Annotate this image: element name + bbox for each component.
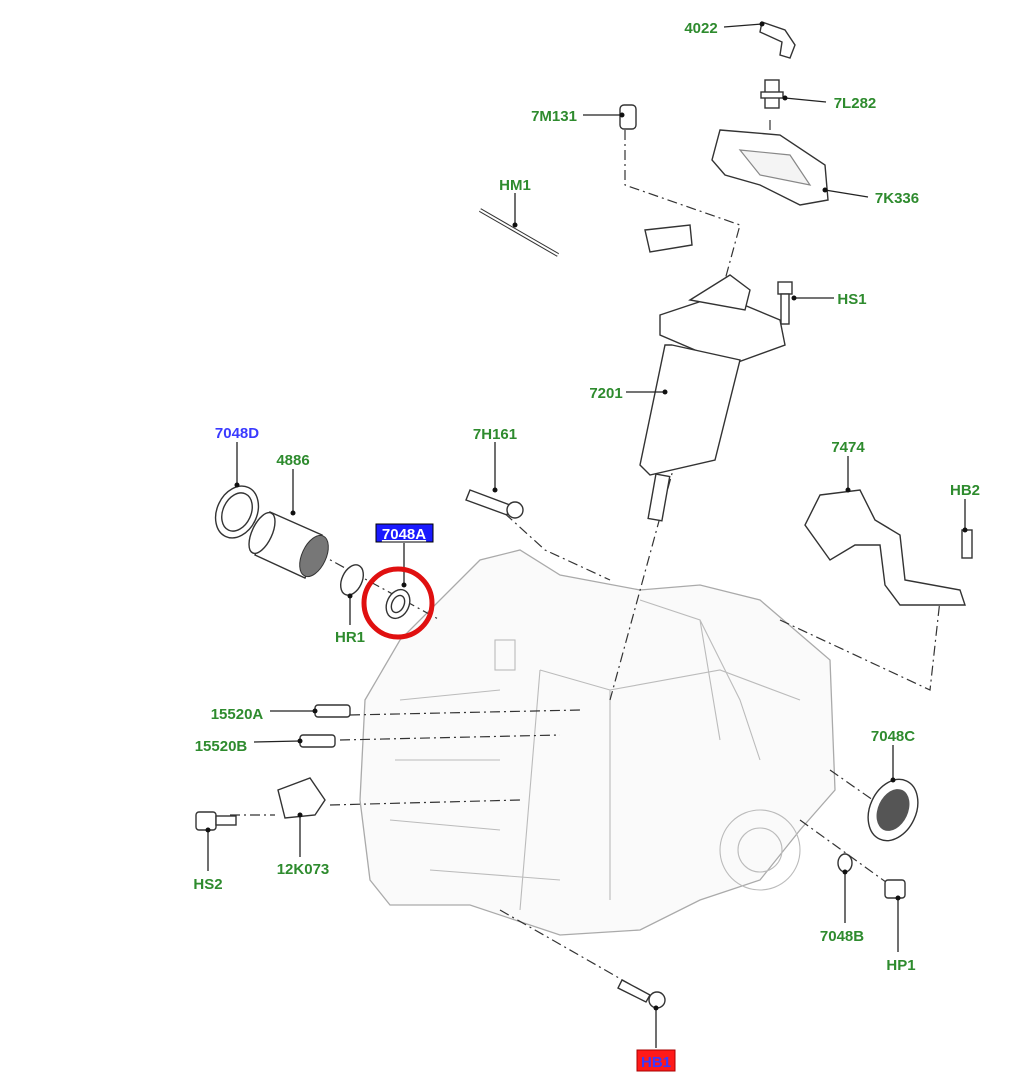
label-HB1[interactable]: HB1 (641, 1054, 671, 1071)
part-15520A-switch (314, 704, 351, 718)
label-7K336[interactable]: 7K336 (875, 190, 919, 207)
label-HR1[interactable]: HR1 (335, 629, 365, 646)
part-HM1-tie (479, 208, 559, 257)
hb1-label-box (636, 1049, 676, 1072)
label-7048A-selected[interactable]: 7048A (382, 526, 426, 543)
transmission-case (359, 549, 836, 936)
part-HS2-bolt (195, 811, 237, 831)
part-HP1-plug (884, 879, 906, 899)
part-7048C-seal (867, 778, 919, 842)
part-7K336-bracket (711, 129, 829, 206)
label-7L282[interactable]: 7L282 (834, 95, 877, 112)
label-HP1[interactable]: HP1 (886, 957, 915, 974)
part-7M131-nut (619, 104, 637, 130)
part-12K073-sensor (277, 777, 326, 819)
part-7201-selector (639, 224, 786, 522)
leader-lines (205, 21, 968, 1048)
label-7H161[interactable]: 7H161 (473, 426, 517, 443)
label-HS2[interactable]: HS2 (193, 876, 222, 893)
part-7048D-seal (214, 485, 260, 539)
part-7H161-bolt (465, 489, 524, 519)
label-7M131[interactable]: 7M131 (531, 108, 577, 125)
label-7474[interactable]: 7474 (831, 439, 865, 456)
label-12K073[interactable]: 12K073 (277, 861, 330, 878)
label-15520A[interactable]: 15520A (211, 706, 264, 723)
highlight-circle (361, 566, 435, 640)
part-HR1-oring (339, 564, 365, 596)
part-HB2-bolt (961, 529, 973, 559)
label-7048C[interactable]: 7048C (871, 728, 915, 745)
label-HM1[interactable]: HM1 (499, 177, 531, 194)
part-7048A-seal (385, 588, 411, 620)
label-4886[interactable]: 4886 (276, 452, 309, 469)
part-4022-hose (759, 21, 796, 59)
label-15520B[interactable]: 15520B (195, 738, 248, 755)
part-7L282-fitting (760, 79, 784, 109)
label-7048B[interactable]: 7048B (820, 928, 864, 945)
label-7201[interactable]: 7201 (589, 385, 622, 402)
label-HB2[interactable]: HB2 (950, 482, 980, 499)
part-7474-bracket (804, 489, 966, 606)
part-HB1-bolt (617, 979, 666, 1009)
part-15520B-switch (299, 734, 336, 748)
label-HS1[interactable]: HS1 (837, 291, 866, 308)
label-7048D[interactable]: 7048D (215, 425, 259, 442)
part-4886-bushing (248, 511, 329, 579)
part-7048B-washer (837, 853, 853, 873)
label-4022[interactable]: 4022 (684, 20, 717, 37)
part-HS1-bolt (777, 281, 793, 325)
selected-label-box (375, 523, 434, 543)
